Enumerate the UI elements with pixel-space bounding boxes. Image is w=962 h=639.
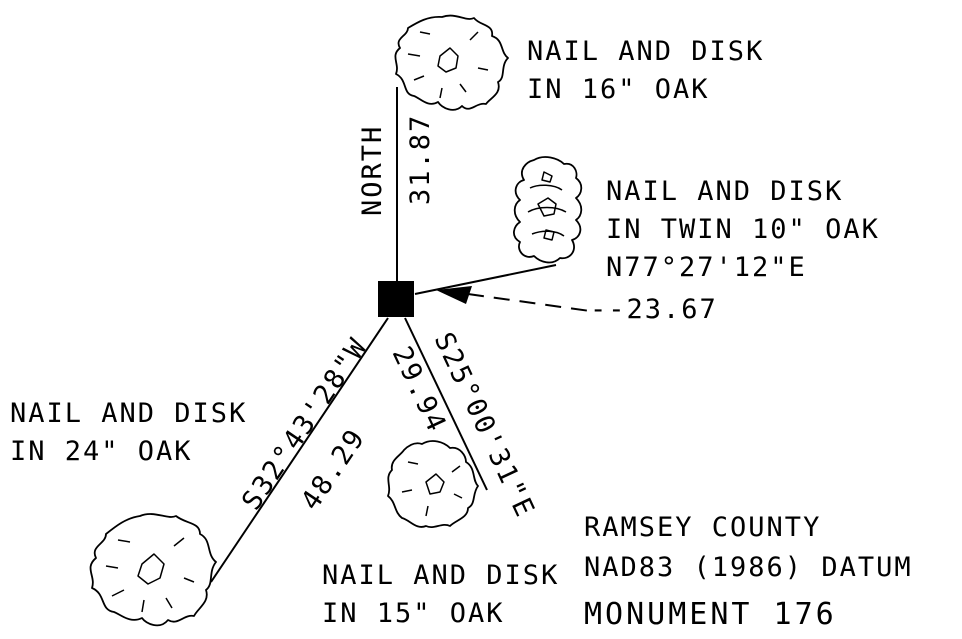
twin-oak-line2: IN TWIN 10" OAK [606, 214, 880, 245]
west-oak-line2: IN 24" OAK [10, 436, 193, 467]
monument-title: MONUMENT 176 [584, 597, 837, 632]
twin-oak-line [414, 264, 557, 295]
south-oak-line2: IN 15" OAK [322, 598, 505, 629]
twin-oak-bearing: N77°27'12"E [606, 252, 807, 283]
north-oak-line2: IN 16" OAK [527, 74, 710, 105]
twin-oak-line1: NAIL AND DISK [606, 176, 843, 207]
county-label: RAMSEY COUNTY [584, 512, 821, 543]
southwest-line [210, 317, 389, 583]
leader-dashed-line [467, 293, 591, 312]
oak-tree-icon [513, 156, 583, 264]
arrowhead-icon [436, 286, 472, 304]
west-oak-line1: NAIL AND DISK [10, 398, 247, 429]
oak-tree-icon [387, 440, 479, 529]
monument-square-icon [378, 281, 414, 317]
twin-oak-distance: --23.67 [590, 294, 718, 325]
north-distance-label: 31.87 [405, 114, 436, 205]
southeast-line [404, 317, 488, 491]
oak-tree-icon [89, 513, 217, 627]
south-oak-line1: NAIL AND DISK [322, 560, 559, 591]
north-bearing-label: NORTH [357, 125, 388, 216]
oak-tree-icon [394, 14, 509, 111]
datum-label: NAD83 (1986) DATUM [584, 552, 913, 583]
north-oak-line1: NAIL AND DISK [527, 36, 764, 67]
